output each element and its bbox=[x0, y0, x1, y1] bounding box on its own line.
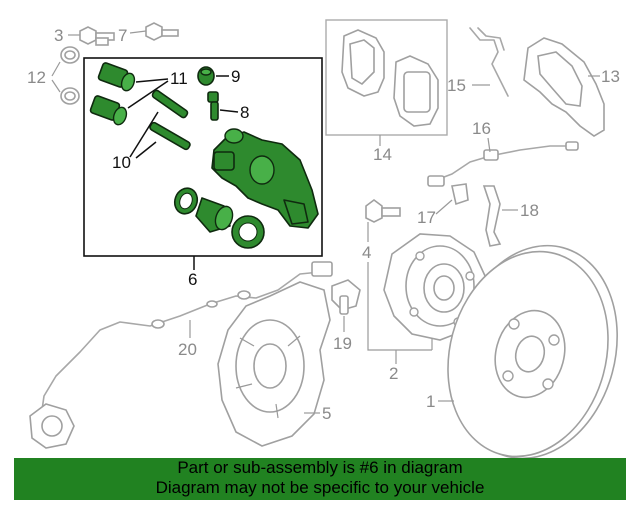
part-8-bleeder[interactable] bbox=[207, 91, 219, 121]
callout-7: 7 bbox=[118, 26, 127, 45]
part-14-brake-pads[interactable] bbox=[341, 29, 439, 127]
part-9-cap[interactable] bbox=[197, 66, 215, 86]
part-15-spring-clip[interactable] bbox=[469, 27, 509, 97]
callout-5: 5 bbox=[322, 404, 331, 423]
callout-10: 10 bbox=[112, 153, 131, 172]
callout-17: 17 bbox=[417, 208, 436, 227]
notice-line-2: Diagram may not be specific to your vehi… bbox=[155, 478, 485, 497]
part-17-bracket[interactable] bbox=[451, 183, 469, 206]
callout-19: 19 bbox=[333, 334, 352, 353]
part-13-caliper-bracket[interactable] bbox=[523, 37, 605, 137]
part-11-boots[interactable] bbox=[89, 62, 137, 126]
part-20-abs-wire[interactable] bbox=[29, 261, 333, 449]
callout-16: 16 bbox=[472, 119, 491, 138]
callout-18: 18 bbox=[520, 201, 539, 220]
part-19-sensor[interactable] bbox=[331, 279, 361, 315]
part-16-brake-hose[interactable] bbox=[427, 141, 579, 187]
callout-4: 4 bbox=[362, 243, 371, 262]
callout-6: 6 bbox=[188, 270, 197, 289]
callout-2: 2 bbox=[389, 364, 398, 383]
piston-seal-set[interactable] bbox=[171, 185, 265, 249]
callout-20: 20 bbox=[178, 340, 197, 359]
part-7-bolt[interactable] bbox=[145, 22, 179, 41]
notice-line-1: Part or sub-assembly is #6 in diagram bbox=[177, 458, 463, 477]
callout-3: 3 bbox=[54, 26, 63, 45]
part-5-backing-plate[interactable] bbox=[217, 281, 331, 447]
notice-banner: Part or sub-assembly is #6 in diagram Di… bbox=[14, 458, 626, 500]
callout-11: 11 bbox=[170, 69, 188, 88]
assembly-6-box bbox=[83, 57, 323, 257]
part-1-rotor[interactable] bbox=[426, 227, 640, 477]
part-10-guide-pins[interactable] bbox=[149, 89, 191, 151]
callout-1: 1 bbox=[426, 392, 435, 411]
pads-box bbox=[325, 19, 448, 136]
callout-14: 14 bbox=[373, 145, 392, 164]
caliper-body[interactable] bbox=[211, 128, 319, 229]
part-3-bolt[interactable] bbox=[79, 26, 115, 46]
callout-13: 13 bbox=[601, 67, 620, 86]
callout-12: 12 bbox=[27, 68, 46, 87]
callout-8: 8 bbox=[240, 103, 249, 122]
part-12-caps[interactable] bbox=[60, 46, 80, 105]
part-4-bolt[interactable] bbox=[365, 199, 401, 223]
callout-15: 15 bbox=[447, 76, 466, 95]
part-18-bracket[interactable] bbox=[482, 185, 502, 247]
callout-9: 9 bbox=[231, 67, 240, 86]
